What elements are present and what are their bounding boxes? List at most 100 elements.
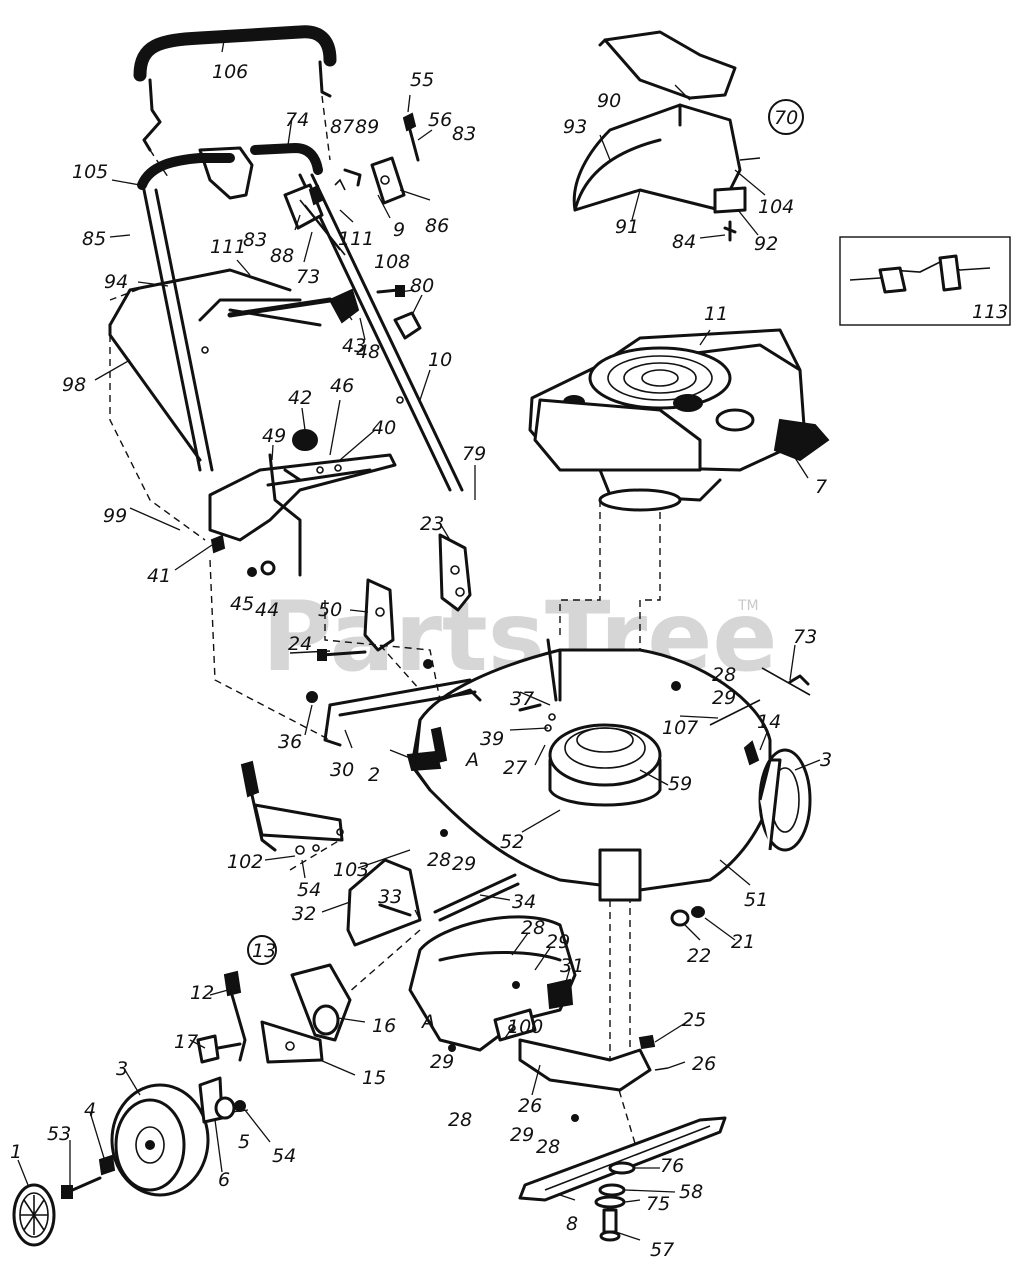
callout-17: 17	[174, 1031, 198, 1053]
right-wheel	[670, 740, 812, 927]
callout-54-wheel: 54	[272, 1145, 296, 1167]
callout-57: 57	[650, 1239, 674, 1261]
callout-2: 2	[368, 764, 380, 786]
bag-mount	[292, 285, 422, 451]
callout-11: 11	[704, 303, 728, 325]
callout-39: 39	[480, 728, 504, 750]
callout-42: 42	[288, 387, 312, 409]
callout-79: 79	[462, 443, 486, 465]
handle-brackets	[317, 533, 472, 661]
rear-axle	[306, 638, 558, 772]
callout-84: 84	[672, 231, 696, 253]
callout-28-deck: 28	[712, 664, 736, 686]
callout-106: 106	[212, 61, 248, 83]
callout-87: 87	[330, 116, 354, 138]
callout-105: 105	[72, 161, 108, 183]
height-adjuster-front	[196, 935, 352, 1064]
callout-26-right: 26	[692, 1053, 716, 1075]
callout-76: 76	[660, 1155, 684, 1177]
callout-37: 37	[510, 688, 534, 710]
callout-13: 13	[252, 940, 276, 962]
callout-50: 50	[318, 599, 342, 621]
callout-33: 33	[378, 886, 402, 908]
callout-49: 49	[262, 425, 286, 447]
callout-91: 91	[615, 216, 639, 238]
callout-103: 103	[333, 859, 369, 881]
callout-29-blade: 29	[510, 1124, 534, 1146]
callout-1: 1	[10, 1141, 22, 1163]
callout-3-right: 3	[820, 749, 832, 771]
grass-bag	[108, 268, 333, 541]
callout-53: 53	[47, 1123, 71, 1145]
callout-54-left: 54	[297, 879, 321, 901]
callout-25: 25	[682, 1009, 706, 1031]
callout-31: 31	[560, 955, 584, 977]
callout-labels: 106 55 74 87 89 56 83 105 85 83 88 73 11…	[10, 61, 1008, 1261]
callout-99: 99	[103, 505, 127, 527]
height-adjuster-left	[240, 760, 344, 855]
callout-90: 90	[597, 90, 621, 112]
callout-5: 5	[238, 1131, 250, 1153]
callout-36: 36	[278, 731, 302, 753]
lower-handle	[137, 143, 464, 492]
callout-111-right: 111	[338, 228, 374, 250]
callout-15: 15	[362, 1067, 386, 1089]
callout-83: 83	[243, 229, 267, 251]
deflector-subassembly	[572, 30, 804, 242]
callout-86: 86	[425, 215, 449, 237]
callout-93: 93	[563, 116, 587, 138]
engine	[528, 328, 830, 512]
callout-74: 74	[285, 109, 309, 131]
callout-23: 23	[420, 513, 444, 535]
callout-22: 22	[687, 945, 711, 967]
callout-73-handle: 73	[296, 266, 320, 288]
callout-44: 44	[255, 599, 279, 621]
callout-32: 32	[292, 903, 316, 925]
callout-34: 34	[512, 891, 536, 913]
callout-14: 14	[757, 711, 781, 733]
callout-27: 27	[503, 757, 527, 779]
callout-104: 104	[758, 196, 794, 218]
callout-28-mid: 28	[427, 849, 451, 871]
callout-4: 4	[84, 1099, 96, 1121]
callout-41: 41	[147, 565, 171, 587]
callout-80: 80	[410, 275, 434, 297]
callout-94: 94	[104, 271, 128, 293]
discharge-chute	[408, 915, 577, 1052]
watermark-tm: TM	[737, 598, 759, 614]
callout-108: 108	[374, 251, 410, 273]
hardware-misc	[289, 650, 811, 1122]
callout-9: 9	[393, 219, 405, 241]
callout-A-top: A	[464, 749, 479, 771]
callout-55: 55	[410, 69, 434, 91]
callout-10: 10	[428, 349, 452, 371]
callout-59: 59	[668, 773, 692, 795]
callout-6: 6	[218, 1169, 230, 1191]
callout-7: 7	[815, 476, 827, 498]
callout-45: 45	[230, 593, 254, 615]
callout-70: 70	[774, 107, 798, 129]
control-parts	[283, 112, 420, 256]
callout-46: 46	[330, 375, 354, 397]
callout-3-left: 3	[116, 1058, 128, 1080]
callout-29-lower: 29	[430, 1051, 454, 1073]
upper-handle	[133, 25, 337, 181]
rear-deflector	[208, 453, 397, 577]
callout-48: 48	[356, 341, 380, 363]
callout-21: 21	[731, 931, 755, 953]
callout-A-bottom: A	[420, 1011, 435, 1033]
callout-40: 40	[372, 417, 396, 439]
callout-43: 43	[342, 335, 366, 357]
callout-83-top: 83	[452, 123, 476, 145]
callout-113: 113	[972, 301, 1008, 323]
callout-100: 100	[507, 1016, 543, 1038]
inset-113	[839, 236, 1011, 326]
callout-24: 24	[288, 633, 312, 655]
bracket-32-rod-34	[346, 858, 520, 947]
callout-92: 92	[754, 233, 778, 255]
callout-52: 52	[500, 831, 524, 853]
callout-75: 75	[646, 1193, 670, 1215]
callout-89: 89	[355, 116, 379, 138]
callout-56: 56	[428, 109, 452, 131]
